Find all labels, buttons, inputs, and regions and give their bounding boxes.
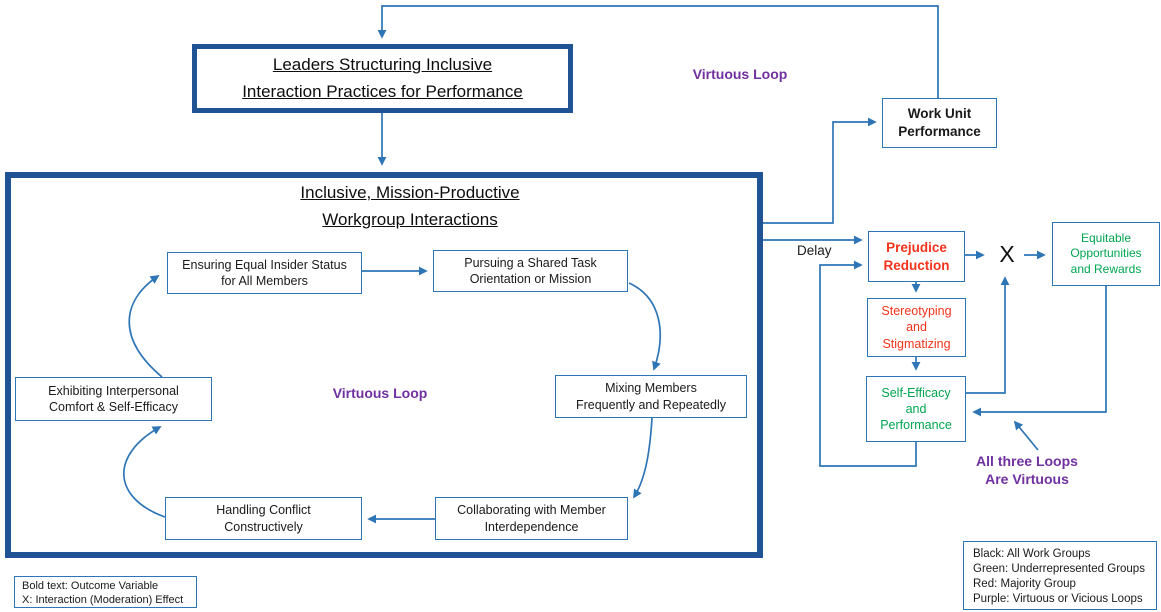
legend-color-key: Black: All Work Groups Green: Underrepre…	[963, 541, 1157, 610]
cycle-exhibiting-to-ensuring-arrow	[128, 274, 163, 378]
leaders-box-title: Leaders Structuring Inclusive Interactio…	[242, 55, 523, 101]
node-pursuing-shared-task: Pursuing a Shared Task Orientation or Mi…	[433, 250, 628, 292]
moderation-x-label: X	[999, 241, 1015, 267]
all-three-loops-pointer-arrow	[1013, 420, 1039, 451]
wup-feedback-to-leaders-arrow	[377, 5, 939, 98]
selfefficacy-to-x-arrow	[966, 276, 1010, 394]
legend-left-line-2: X: Interaction (Moderation) Effect	[22, 594, 184, 606]
cycle-mixing-to-collaborating-arrow	[633, 417, 653, 499]
node-work-unit-performance: Work Unit Performance	[882, 98, 997, 148]
cycle-handling-to-exhibiting-arrow	[123, 426, 166, 518]
inner-virtuous-loop-label: Virtuous Loop	[332, 385, 428, 401]
main-to-wup-arrow	[763, 117, 877, 224]
node-stereotyping-stigmatizing: Stereotyping and Stigmatizing	[867, 298, 966, 357]
node-mixing-members: Mixing Members Frequently and Repeatedly	[555, 375, 747, 418]
selfefficacy-loop-to-prejudice-arrow	[819, 260, 917, 467]
delay-label: Delay	[797, 243, 832, 258]
legend-right-line-4: Purple: Virtuous or Vicious Loops	[973, 593, 1143, 605]
all-three-loops-label: All three Loops Are Virtuous	[976, 453, 1078, 488]
node-collaborating-interdependence: Collaborating with Member Interdependenc…	[435, 497, 628, 540]
legend-right-line-2: Green: Underrepresented Groups	[973, 563, 1145, 575]
cycle-pursuing-to-mixing-arrow	[628, 282, 661, 371]
node-exhibiting-interpersonal-comfort: Exhibiting Interpersonal Comfort & Self-…	[15, 377, 212, 421]
equitable-to-selfefficacy-arrow	[972, 286, 1107, 417]
node-ensuring-equal-insider-status: Ensuring Equal Insider Status for All Me…	[167, 252, 362, 294]
top-virtuous-loop-label: Virtuous Loop	[692, 66, 788, 82]
legend-left-line-1: Bold text: Outcome Variable	[22, 580, 159, 592]
leaders-box: Leaders Structuring Inclusive Interactio…	[192, 44, 573, 113]
node-prejudice-reduction: Prejudice Reduction	[868, 231, 965, 282]
legend-right-line-3: Red: Majority Group	[973, 578, 1076, 590]
legend-right-line-1: Black: All Work Groups	[973, 548, 1091, 560]
node-self-efficacy-performance: Self-Efficacy and Performance	[866, 376, 966, 442]
workgroup-interactions-title: Inclusive, Mission-Productive Workgroup …	[300, 183, 520, 230]
node-handling-conflict: Handling Conflict Constructively	[165, 497, 362, 540]
legend-outcome-moderation: Bold text: Outcome Variable X: Interacti…	[14, 576, 197, 608]
node-equitable-opportunities: Equitable Opportunities and Rewards	[1052, 222, 1160, 286]
